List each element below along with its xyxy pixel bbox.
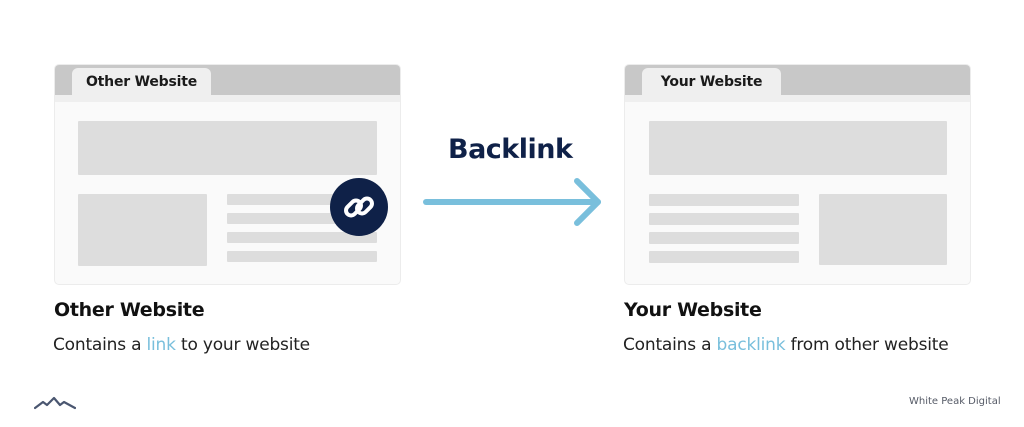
browser-tab: Other Website — [72, 68, 211, 96]
text-line-placeholder — [649, 213, 799, 225]
backlink-label: Backlink — [448, 134, 573, 165]
other-website-title: Other Website — [54, 299, 205, 321]
your-website-description: Contains a backlink from other website — [623, 335, 949, 355]
other-website-description: Contains a link to your website — [53, 335, 310, 355]
link-highlight: link — [146, 335, 176, 355]
brand-name: White Peak Digital — [909, 396, 1001, 407]
text-line-placeholder — [227, 251, 377, 262]
backlink-highlight: backlink — [716, 335, 786, 355]
hero-placeholder — [78, 121, 377, 175]
mountain-peak-icon — [34, 396, 76, 410]
text-line-placeholder — [649, 194, 799, 206]
arrow-right-icon — [423, 178, 601, 226]
browser-tab: Your Website — [642, 68, 781, 96]
text-line-placeholder — [649, 232, 799, 244]
chain-link-icon — [344, 196, 374, 218]
text-line-placeholder — [227, 194, 377, 205]
text-line-placeholder — [227, 232, 377, 243]
address-strip — [55, 95, 400, 102]
image-placeholder — [78, 194, 207, 266]
your-website-browser: Your Website — [624, 64, 971, 285]
link-badge — [330, 178, 388, 236]
text-line-placeholder — [649, 251, 799, 263]
your-website-title: Your Website — [624, 299, 762, 321]
image-placeholder — [819, 194, 947, 265]
text-line-placeholder — [227, 213, 377, 224]
other-website-browser: Other Website — [54, 64, 401, 285]
hero-placeholder — [649, 121, 947, 175]
address-strip — [625, 95, 970, 102]
